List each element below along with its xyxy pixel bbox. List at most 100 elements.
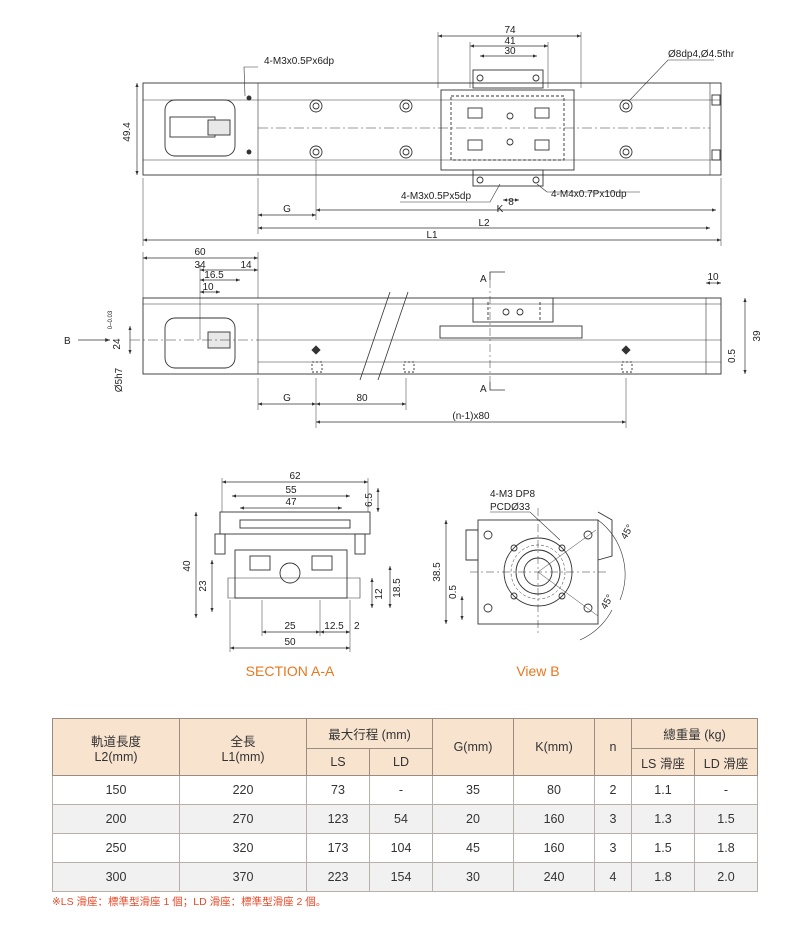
dim-14: 14 [240,260,252,271]
header-weight: 總重量 (kg) [631,718,758,749]
top-view-labels: 74 41 30 4-M3x0.5Px6dp Ø8dp4,Ø4.5thr 49.… [122,25,735,241]
section-caption: SECTION A-A [246,663,335,679]
section-a-top: A [480,274,487,285]
dim-80: 80 [356,393,368,404]
table-cell: 1.3 [631,804,695,834]
table-cell: 160 [513,804,595,834]
table-cell: 2.0 [694,862,758,892]
dim-l2: L2 [478,218,490,229]
table-cell: 160 [513,833,595,863]
header-k: K(mm) [513,718,595,776]
dim-50: 50 [284,637,296,648]
table-cell: 104 [369,833,433,863]
callout-m4: 4-M4x0.7Px10dp [551,189,627,200]
table-cell: 173 [306,833,370,863]
section-view-labels: 62 55 47 6.5 40 23 12 18.5 25 12.5 2 50 … [182,471,403,679]
table-row: 300 370 223 154 30 240 4 1.8 2.0 [52,862,758,892]
table-cell: 223 [306,862,370,892]
table-row: 150 220 73 - 35 80 2 1.1 - [52,775,758,805]
table-cell: 123 [306,804,370,834]
dim-2: 2 [354,621,360,632]
callout-m3-top: 4-M3x0.5Px6dp [264,56,334,67]
end-view-caption: View B [516,663,559,679]
dim-12-5: 12.5 [324,621,344,632]
dim-g: G [283,204,291,215]
dim-24: 24 [112,338,123,350]
dim-0-5: 0.5 [727,349,738,363]
callout-hole: Ø8dp4,Ø4.5thr [668,49,735,60]
dim-24-tol: 0–0.03 [108,310,114,329]
dim-6-5: 6.5 [364,493,375,507]
section-view [194,478,392,652]
table-cell: 300 [52,862,180,892]
table-cell: - [369,775,433,805]
end-view [444,508,626,641]
dim-34: 34 [194,260,206,271]
header-total-length: 全長 L1(mm) [179,718,307,776]
dim-41: 41 [504,36,516,47]
table-row: 250 320 173 104 45 160 3 1.5 1.8 [52,833,758,863]
table-cell: 3 [594,804,632,834]
table-cell: 154 [369,862,433,892]
slider-top [440,69,575,187]
table-cell: 200 [52,804,180,834]
table-cell: 20 [432,804,514,834]
dim-62: 62 [289,471,301,482]
dim-38-5: 38.5 [432,562,443,582]
footnote: ※LS 滑座：標準型滑座 1 個；LD 滑座：標準型滑座 2 個。 [52,896,327,908]
table-cell: 240 [513,862,595,892]
table-cell: 1.8 [631,862,695,892]
dim-10-right: 10 [707,272,719,283]
technical-drawing: 74 41 30 4-M3x0.5Px6dp Ø8dp4,Ø4.5thr 49.… [64,25,763,679]
label-b: B [64,336,71,347]
table-cell: 220 [179,775,307,805]
callout-m3-dp8: 4-M3 DP8 [490,489,535,500]
table-cell: 250 [52,833,180,863]
header-g: G(mm) [432,718,514,776]
table-cell: 3 [594,833,632,863]
table-cell: 150 [52,775,180,805]
table-cell: 54 [369,804,433,834]
dim-55: 55 [285,485,297,496]
table-cell: 1.1 [631,775,695,805]
mounting-holes [309,99,633,159]
dim-60: 60 [194,247,206,258]
angle-bottom: 45° [599,593,616,612]
dim-49-4: 49.4 [122,122,133,142]
callout-m3-bottom: 4-M3x0.5Px5dp [401,191,471,202]
side-view [78,252,747,428]
end-view-labels: 4-M3 DP8 PCDØ33 45° 45° 38.5 0.5 View B [432,489,636,679]
dim-l1: L1 [426,230,438,241]
table-cell: 73 [306,775,370,805]
dim-5h7: Ø5h7 [114,367,125,392]
dim-k: K [497,204,504,215]
header-ld: LD [369,748,433,776]
table-cell: - [694,775,758,805]
dim-25: 25 [284,621,296,632]
table-cell: 370 [179,862,307,892]
header-rail-length: 軌道長度 L2(mm) [52,718,180,776]
angle-top: 45° [619,523,636,542]
header-ld-slide: LD 滑座 [694,748,758,776]
section-body [234,549,348,599]
dim-g-side: G [283,393,291,404]
table-cell: 270 [179,804,307,834]
dim-12: 12 [374,588,385,600]
dim-pitch: (n-1)x80 [452,411,490,422]
side-rail-outline [142,297,722,375]
table-cell: 4 [594,862,632,892]
callout-pcd: PCDØ33 [490,502,530,513]
table-cell: 30 [432,862,514,892]
table-cell: 80 [513,775,595,805]
dim-47: 47 [285,497,297,508]
table-cell: 1.5 [631,833,695,863]
table-row: 200 270 123 54 20 160 3 1.3 1.5 [52,804,758,834]
dim-8: 8 [508,197,514,208]
dim-74: 74 [504,25,516,36]
table-cell: 1.8 [694,833,758,863]
section-top-plate [219,511,371,535]
dim-16-5: 16.5 [204,270,224,281]
top-view [135,32,722,246]
header-ls: LS [306,748,370,776]
dim-0-5-end: 0.5 [448,585,459,599]
